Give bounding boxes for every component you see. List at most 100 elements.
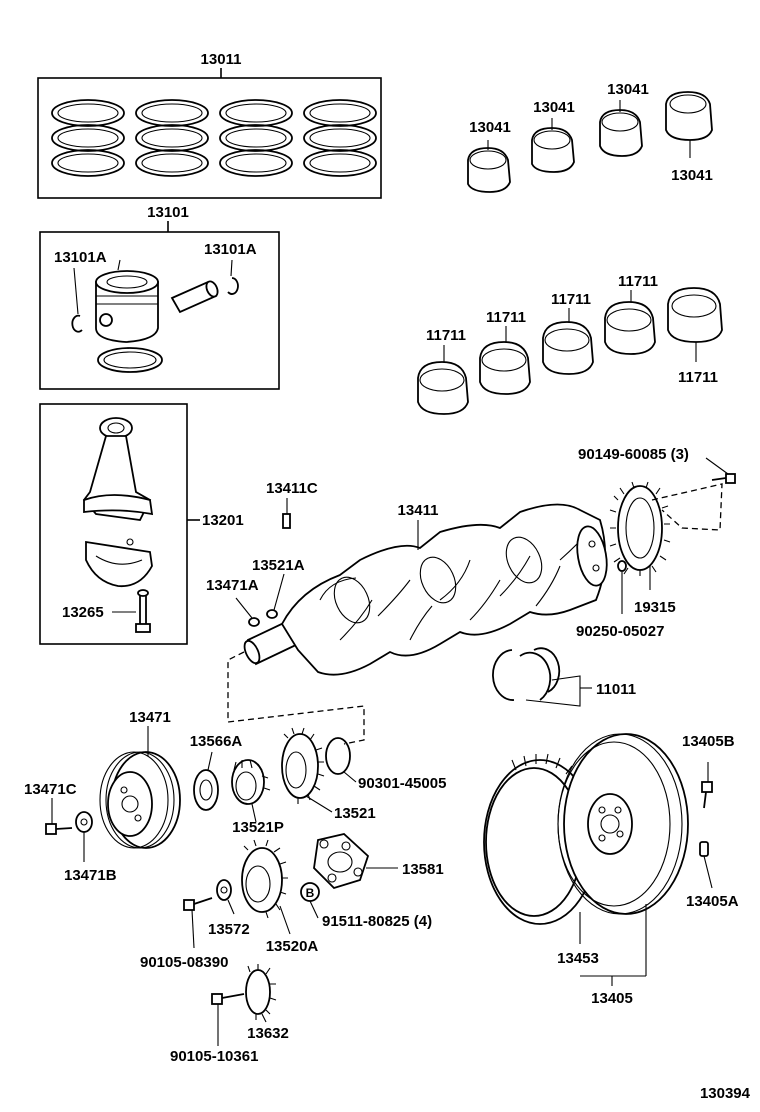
main-bearings-group: [417, 287, 723, 415]
flywheel-pin: [699, 841, 713, 889]
timing-rotor-group: [609, 457, 736, 614]
label-timing-rotor: 19315: [634, 599, 676, 616]
label-crankshaft: 13411: [398, 502, 439, 519]
conrod-cap: [85, 538, 153, 588]
connecting-rod-box: [39, 403, 188, 645]
main-bearing-3: [542, 321, 594, 375]
label-circle-b: B: [306, 886, 315, 900]
flywheel-bolt: [701, 762, 713, 809]
conrod-bearings-group: [467, 91, 713, 193]
label-main-bearing-5: 11711: [678, 369, 718, 386]
crank-gear-group: [193, 727, 357, 823]
label-oil-pump-plate: 13581: [402, 861, 444, 878]
label-thrust-washer: 11011: [596, 681, 636, 698]
label-pin-90250: 90250-05027: [576, 623, 664, 640]
connecting-rod-group: [39, 403, 200, 645]
label-piston-set: 13101: [147, 204, 189, 221]
crankshaft-group: [227, 498, 608, 745]
oil-pump-group: [183, 833, 398, 949]
key-13471a: [235, 597, 260, 627]
label-snap-ring-left: 13101A: [54, 249, 107, 266]
label-ring-gear: 13453: [557, 950, 599, 967]
label-bolt-90105-b: 90105-10361: [170, 1048, 258, 1065]
piston-pin: [170, 280, 219, 314]
main-bearing-1: [417, 361, 469, 415]
thrust-washer-group: [492, 647, 592, 707]
flywheel: [557, 733, 689, 976]
label-conrod-bearing-4: 13041: [671, 167, 713, 184]
label-bolt-90149: 90149-60085 (3): [578, 446, 689, 463]
label-sprocket-13521p: 13521P: [232, 819, 284, 836]
pulley-bolt: [45, 798, 73, 835]
crank-gear: [281, 727, 333, 813]
label-crank-key-c: 13411C: [266, 480, 318, 497]
main-bearing-2: [479, 341, 531, 395]
label-flywheel-assy: 13405: [591, 990, 633, 1007]
drive-gear: [245, 964, 277, 1023]
bolt-90105-b: [211, 993, 245, 1046]
main-bearing-5: [667, 287, 723, 343]
label-conrod-bearing-2: 13041: [533, 99, 575, 116]
piston-ring-single: [97, 347, 163, 373]
label-connecting-rod: 13201: [202, 512, 244, 529]
o-ring-90301: [325, 737, 357, 783]
label-o-ring-90301: 90301-45005: [358, 775, 446, 792]
label-key-13521a: 13521A: [252, 557, 305, 574]
crank-pulley-group: [45, 726, 181, 862]
piston: [95, 270, 159, 343]
circle-b-marker: [300, 882, 320, 919]
label-idler-gear: 13520A: [266, 938, 319, 955]
label-drive-gear: 13632: [247, 1025, 289, 1042]
label-pulley-washer: 13471B: [64, 867, 117, 884]
label-diagram-id: 130394: [700, 1085, 751, 1102]
idler-gear: [241, 839, 291, 935]
piston-ring-4: [303, 99, 377, 177]
label-crank-pulley: 13471: [129, 709, 171, 726]
snap-ring-right: [227, 259, 239, 295]
label-crank-gear: 13521: [334, 805, 376, 822]
conrod-bolt: [112, 589, 151, 633]
main-bearing-4: [604, 301, 656, 355]
label-flywheel-pin: 13405A: [686, 893, 739, 910]
flywheel-group: [483, 733, 713, 986]
label-conrod-bolt: 13265: [62, 604, 104, 621]
label-washer-13572: 13572: [208, 921, 250, 938]
pin-90250: [617, 560, 627, 614]
crank-pulley: [99, 751, 181, 849]
connecting-rod: [82, 417, 154, 521]
label-main-bearing-3: 11711: [551, 291, 591, 308]
bolt-90105-a: [183, 897, 213, 949]
label-washer-13566a: 13566A: [190, 733, 243, 750]
piston-ring-set-box: [37, 77, 382, 199]
label-bolt-90105-a: 90105-08390: [140, 954, 228, 971]
bolt-90149: [705, 457, 736, 484]
conrod-bearing-4: [665, 91, 713, 141]
crankshaft: [280, 503, 608, 676]
piston-set-box: [39, 231, 280, 390]
label-piston-ring-set: 13011: [201, 51, 242, 68]
piston-ring-1: [51, 99, 125, 177]
label-snap-ring-right: 13101A: [204, 241, 257, 258]
washer-13566a: [193, 751, 219, 811]
conrod-bearing-2: [531, 127, 575, 173]
snap-ring-left: [71, 267, 83, 333]
washer-13572: [216, 879, 235, 915]
label-key-13471a: 13471A: [206, 577, 259, 594]
piston-ring-2: [135, 99, 209, 177]
piston-set-group: [39, 221, 280, 390]
label-pulley-bolt: 13471C: [24, 781, 77, 798]
label-main-bearing-2: 11711: [486, 309, 526, 326]
sprocket-13521p: [231, 759, 271, 823]
piston-ring-set-group: [37, 68, 382, 199]
conrod-bearing-3: [599, 109, 643, 157]
key-13521a: [266, 573, 285, 619]
callout-labels: 13011 13101 13101A 13101A 13041 13041 13…: [24, 51, 751, 1102]
oil-pump-plate: [313, 833, 398, 890]
label-conrod-bearing-3: 13041: [607, 81, 649, 98]
label-main-bearing-1: 11711: [426, 327, 466, 344]
crank-key-c: [282, 498, 291, 529]
drive-gear-group: [211, 964, 277, 1046]
conrod-bearing-1: [467, 147, 511, 193]
label-conrod-bearing-1: 13041: [469, 119, 511, 136]
pulley-washer: [75, 811, 93, 862]
